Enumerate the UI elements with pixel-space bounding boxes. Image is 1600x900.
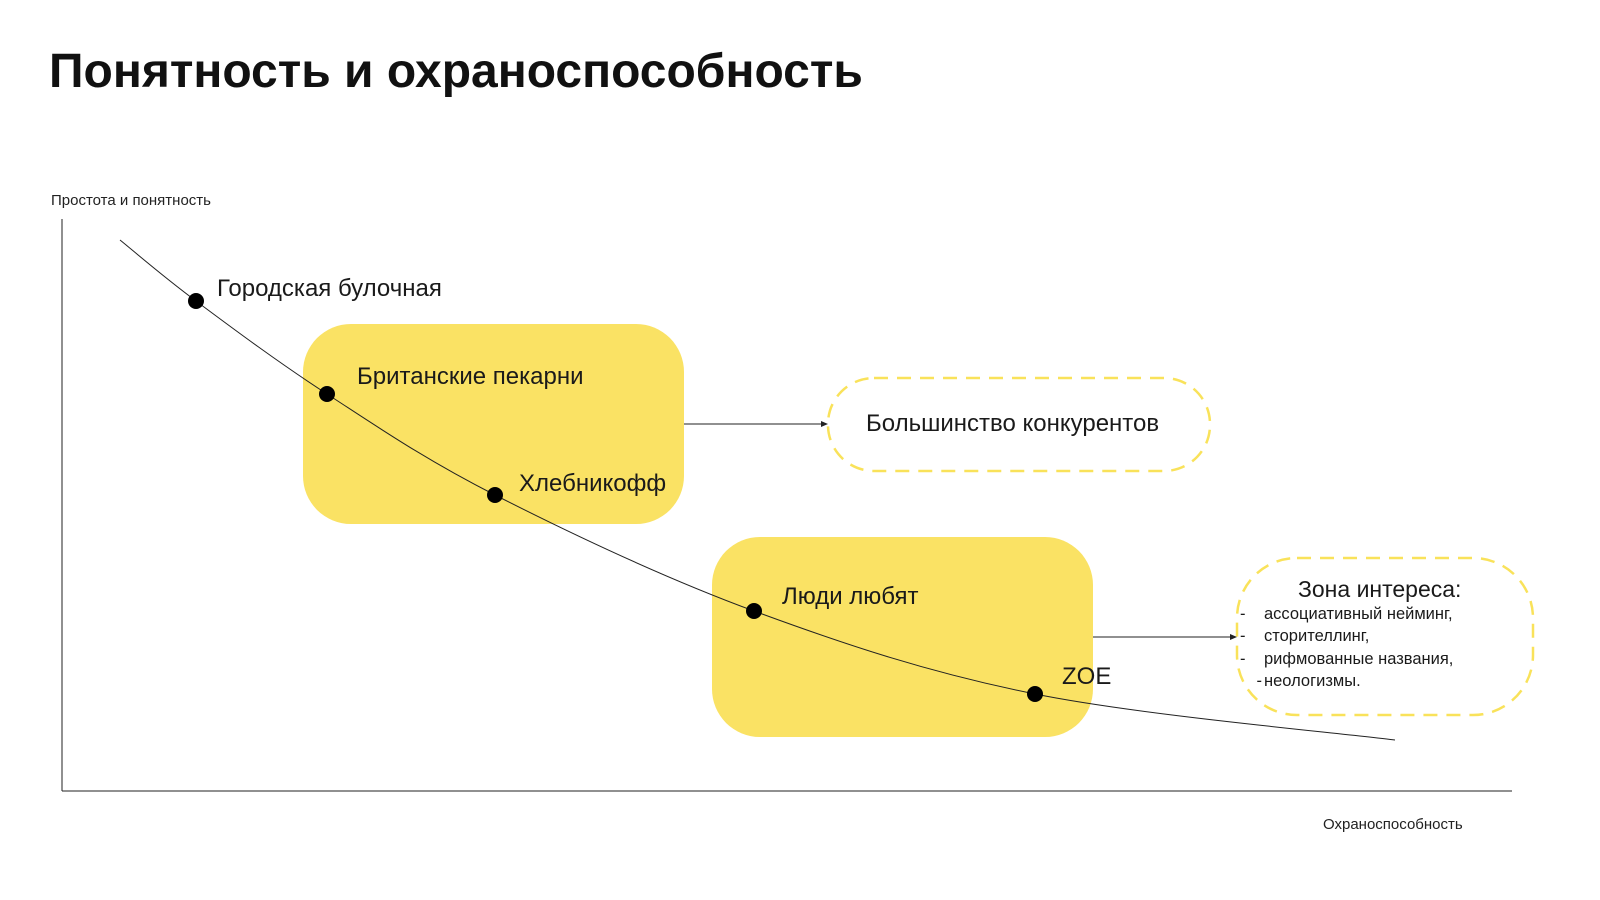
- data-point: [487, 487, 503, 503]
- data-point: [746, 603, 762, 619]
- x-axis-label: Охраноспособность: [1323, 816, 1463, 833]
- interest-zone-border: [1235, 556, 1535, 717]
- list-item: -ассоциативный нейминг,: [1240, 604, 1453, 623]
- y-axis-label: Простота и понятность: [51, 192, 211, 209]
- arrowhead-icon: [821, 421, 828, 427]
- list-item: -рифмованные названия,: [1240, 649, 1454, 668]
- list-item: -сторителлинг,: [1240, 627, 1370, 645]
- point-label: ZOE: [1062, 663, 1112, 690]
- point-label: Городская булочная: [217, 275, 442, 302]
- page-title: Понятность и охраноспособность: [49, 45, 863, 98]
- highlight-group-2: [712, 537, 1093, 737]
- competitors-callout: Большинство конкурентов: [866, 410, 1160, 437]
- point-label: Хлебникофф: [519, 470, 667, 497]
- data-point: [188, 293, 204, 309]
- arrowhead-icon: [1230, 634, 1237, 640]
- highlight-group-1: [303, 324, 684, 524]
- interest-zone-heading: Зона интереса:: [1298, 576, 1462, 602]
- list-item: -неологизмы.: [1256, 672, 1361, 690]
- point-label: Британские пекарни: [357, 363, 584, 390]
- competitors-callout-border: [826, 376, 1212, 473]
- trend-curve: [119, 239, 1396, 741]
- point-label: Люди любят: [782, 583, 919, 610]
- interest-zone-callout: Зона интереса: -ассоциативный нейминг, -…: [1240, 578, 1461, 693]
- data-point: [319, 386, 335, 402]
- data-point: [1027, 686, 1043, 702]
